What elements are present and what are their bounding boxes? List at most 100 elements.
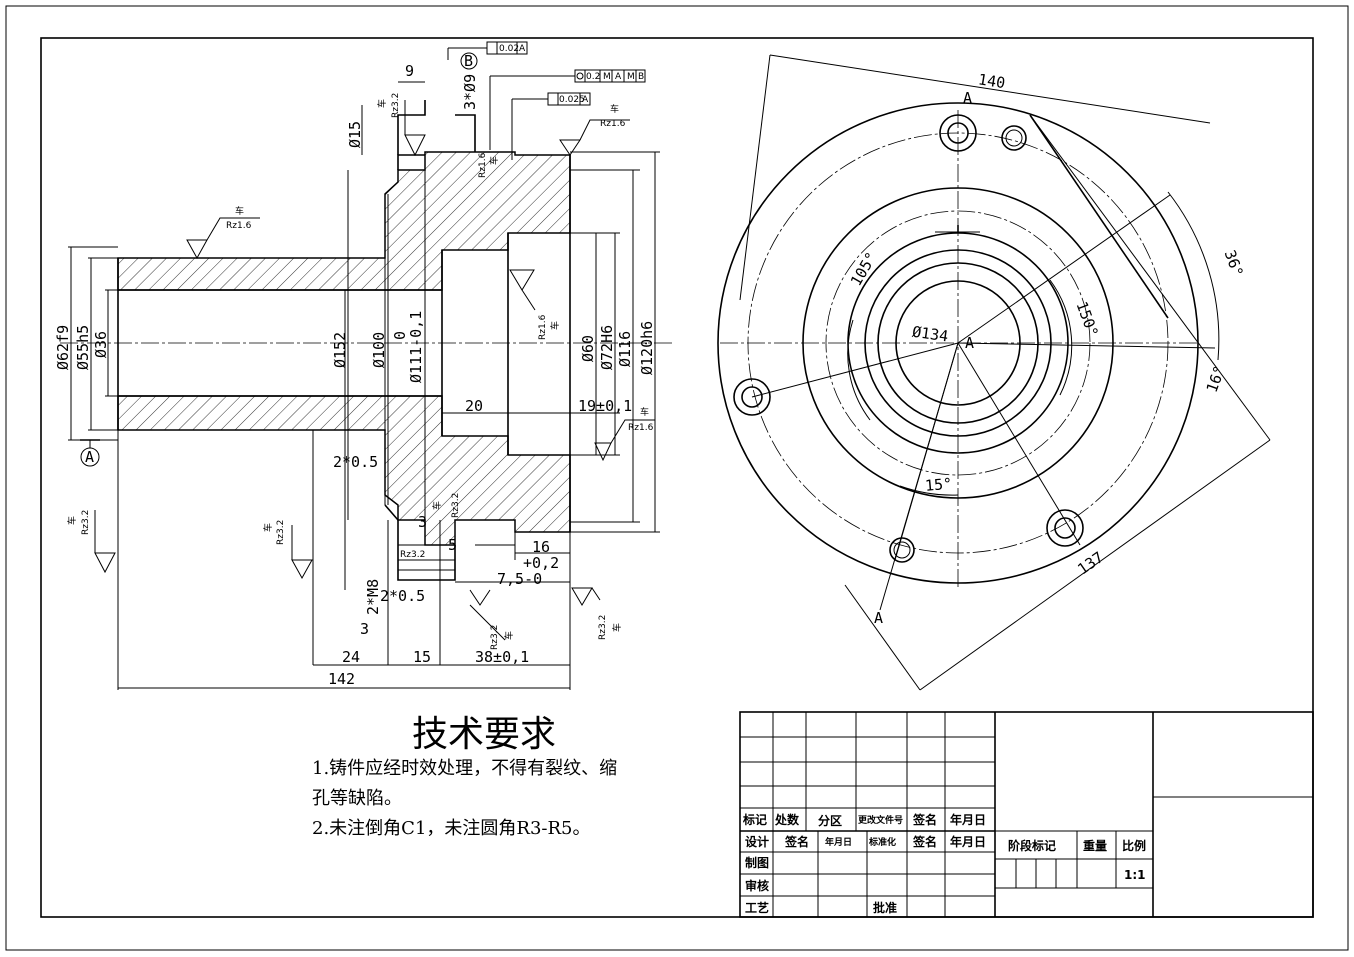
svg-text:Rz3.2: Rz3.2 bbox=[598, 615, 608, 640]
svg-text:Rz3.2: Rz3.2 bbox=[81, 510, 91, 535]
tb-zhongliang: 重量 bbox=[1083, 838, 1107, 853]
tb-qianming: 签名 bbox=[912, 812, 937, 827]
angle-15: 15° bbox=[924, 475, 953, 495]
roughness-2: 车 Rz1.6 bbox=[559, 103, 630, 156]
tol-frame-3: 0.2 M A M B bbox=[489, 69, 646, 150]
tb-qianming2: 签名 bbox=[784, 834, 809, 849]
dim-d111-tol: 0 bbox=[391, 331, 409, 340]
tb-fenqu: 分区 bbox=[818, 813, 842, 828]
tol-frame-1: 0.02 A bbox=[447, 41, 528, 60]
tol-frame-2: 0.025 A bbox=[511, 92, 591, 160]
svg-text:车: 车 bbox=[611, 623, 623, 632]
svg-text:A: A bbox=[582, 95, 589, 105]
svg-text:A: A bbox=[519, 44, 526, 54]
hatch-lower bbox=[117, 395, 571, 546]
svg-text:车: 车 bbox=[66, 516, 78, 525]
dim-chamfer1: 2*0.5 bbox=[333, 453, 378, 471]
dim-d60: Ø60 bbox=[579, 335, 597, 362]
roughness-4: 车 Rz1.6 bbox=[594, 406, 655, 462]
svg-text:0.2: 0.2 bbox=[586, 72, 600, 82]
tb-biaozhun: 标准化 bbox=[868, 836, 896, 848]
dim-140: 140 bbox=[977, 70, 1007, 92]
dim-19: 19±0,1 bbox=[578, 397, 632, 415]
tb-pizhun: 批准 bbox=[873, 900, 897, 915]
svg-text:Rz3.2: Rz3.2 bbox=[490, 625, 500, 650]
tb-gongyi: 工艺 bbox=[745, 900, 769, 915]
angle-36: 36° bbox=[1221, 248, 1247, 280]
svg-text:Rz1.6: Rz1.6 bbox=[226, 221, 252, 231]
svg-text:Rz3.2: Rz3.2 bbox=[400, 550, 425, 560]
plan-view: 140 137 Ø134 A 105° 150° 36° 16° 15° A A bbox=[717, 54, 1271, 691]
tb-shenhe: 审核 bbox=[745, 878, 769, 893]
dim-d111: Ø111-0,1 bbox=[407, 311, 425, 383]
drawing-frame bbox=[40, 37, 1314, 918]
svg-text:Rz3.2: Rz3.2 bbox=[451, 493, 461, 518]
svg-text:车: 车 bbox=[376, 99, 388, 108]
tb-scale: 1:1 bbox=[1124, 868, 1146, 882]
roughness-1: 车 Rz1.6 bbox=[186, 205, 260, 260]
angle-150: 150° bbox=[1073, 299, 1102, 339]
dim-16: 16 bbox=[532, 538, 550, 556]
dim-holes: 3*Ø9 bbox=[461, 74, 479, 110]
svg-text:车: 车 bbox=[640, 406, 649, 418]
requirement-line-1: 1.铸件应经时效处理，不得有裂纹、缩 bbox=[312, 758, 617, 779]
dim-137: 137 bbox=[1074, 548, 1107, 578]
bolt-hole-left bbox=[733, 378, 771, 416]
roughness-3: Rz1.6 车 bbox=[509, 269, 561, 340]
svg-text:M: M bbox=[627, 72, 635, 82]
tb-nianyueri: 年月日 bbox=[950, 812, 986, 827]
dim-plus02: +0,2 bbox=[523, 554, 559, 572]
hatch-upper bbox=[117, 151, 571, 291]
requirement-line-2: 孔等缺陷。 bbox=[312, 788, 402, 809]
dim-d72: Ø72H6 bbox=[598, 325, 616, 370]
roughness-8: Rz3.2 车 bbox=[469, 589, 515, 650]
svg-text:A: A bbox=[615, 72, 622, 82]
svg-text:Rz1.6: Rz1.6 bbox=[600, 119, 626, 129]
datum-b-label: B bbox=[464, 52, 473, 70]
outer-border bbox=[5, 5, 1349, 951]
dim-3b: 3 bbox=[360, 620, 369, 638]
dim-3a: 3 bbox=[418, 513, 427, 531]
svg-text:0.025: 0.025 bbox=[559, 95, 585, 105]
tb-biaoji: 标记 bbox=[742, 812, 767, 827]
svg-text:车: 车 bbox=[549, 321, 561, 330]
dim-142: 142 bbox=[328, 670, 355, 688]
svg-text:车: 车 bbox=[503, 631, 515, 640]
tb-nianyueri2: 年月日 bbox=[825, 836, 852, 848]
section-a-top: A bbox=[963, 89, 972, 107]
dim-15: 15 bbox=[413, 648, 431, 666]
bolt-hole-bottom bbox=[1046, 509, 1084, 547]
svg-text:车: 车 bbox=[262, 523, 274, 532]
dim-chamfer2: 2*0.5 bbox=[380, 587, 425, 605]
tb-bili: 比例 bbox=[1122, 838, 1146, 853]
section-a-bottom: A bbox=[874, 609, 883, 627]
dim-m8: 2*M8 bbox=[364, 579, 382, 615]
datum-a-bubble bbox=[80, 447, 100, 467]
roughness-10: Rz1.6 车 bbox=[478, 152, 500, 178]
dim-d116: Ø116 bbox=[616, 331, 634, 367]
svg-text:Rz1.6: Rz1.6 bbox=[628, 423, 654, 433]
dim-d120: Ø120h6 bbox=[638, 321, 656, 375]
roughness-11: Rz3.2 车 Rz3.2 bbox=[400, 493, 461, 560]
plan-center-label: A bbox=[965, 334, 974, 352]
svg-text:Rz1.6: Rz1.6 bbox=[478, 152, 488, 178]
svg-text:车: 车 bbox=[488, 156, 500, 165]
svg-text:车: 车 bbox=[431, 501, 443, 510]
dim-38: 38±0,1 bbox=[475, 648, 529, 666]
tb-sheji: 设计 bbox=[745, 834, 769, 849]
svg-text:0.02: 0.02 bbox=[499, 44, 519, 54]
dim-24: 24 bbox=[342, 648, 360, 666]
tb-nianyueri3: 年月日 bbox=[950, 834, 986, 849]
datum-b-bubble bbox=[460, 52, 478, 70]
dim-20: 20 bbox=[465, 397, 483, 415]
svg-text:车: 车 bbox=[235, 205, 244, 217]
dim-d152: Ø152 bbox=[331, 332, 349, 368]
dim-d62: Ø62f9 bbox=[54, 325, 72, 370]
svg-text:Rz3.2: Rz3.2 bbox=[276, 520, 286, 545]
technical-requirements: 技术要求 1.铸件应经时效处理，不得有裂纹、缩 孔等缺陷。 2.未注倒角C1，未… bbox=[312, 714, 617, 839]
svg-text:M: M bbox=[603, 72, 611, 82]
tb-jieduan: 阶段标记 bbox=[1008, 838, 1056, 853]
datum-a-label: A bbox=[85, 448, 94, 466]
svg-text:Rz3.2: Rz3.2 bbox=[391, 93, 401, 118]
